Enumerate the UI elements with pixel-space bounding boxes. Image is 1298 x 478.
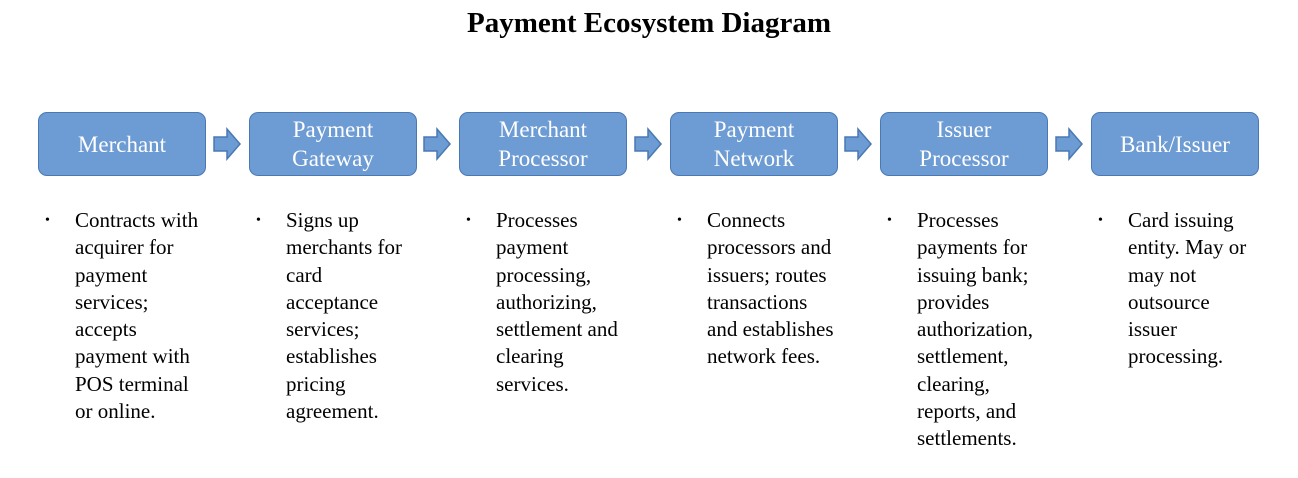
stage-description-text: Processes payments for issuing bank; pro… [917, 208, 1034, 451]
flow-arrow-icon [844, 127, 872, 161]
stage-description-text: Signs up merchants for card acceptance s… [286, 208, 403, 424]
stage-description-text: Connects processors and issuers; routes … [707, 208, 834, 369]
bullet-icon: • [466, 213, 471, 228]
stage-description-text: Card issuing entity. May or may not outs… [1128, 208, 1247, 369]
bullet-icon: • [1098, 213, 1103, 228]
stage-box-issuer-processor: Issuer Processor [880, 112, 1048, 176]
stage-description-text: Processes payment processing, authorizin… [496, 208, 618, 396]
flow-arrow-icon [213, 127, 241, 161]
stage-box-merchant: Merchant [38, 112, 206, 176]
bullet-icon: • [45, 213, 50, 228]
stage-box-payment-gateway: Payment Gateway [249, 112, 417, 176]
stage-box-bank-issuer: Bank/Issuer [1091, 112, 1259, 176]
diagram-title: Payment Ecosystem Diagram [466, 7, 832, 39]
stage-box-payment-network: Payment Network [670, 112, 838, 176]
stage-description-text: Contracts with acquirer for payment serv… [75, 208, 199, 424]
flow-arrow-icon [634, 127, 662, 161]
flow-arrow-icon [1055, 127, 1083, 161]
bullet-icon: • [887, 213, 892, 228]
bullet-icon: • [256, 213, 261, 228]
bullet-icon: • [677, 213, 682, 228]
stage-box-merchant-processor: Merchant Processor [459, 112, 627, 176]
flow-arrow-icon [423, 127, 451, 161]
